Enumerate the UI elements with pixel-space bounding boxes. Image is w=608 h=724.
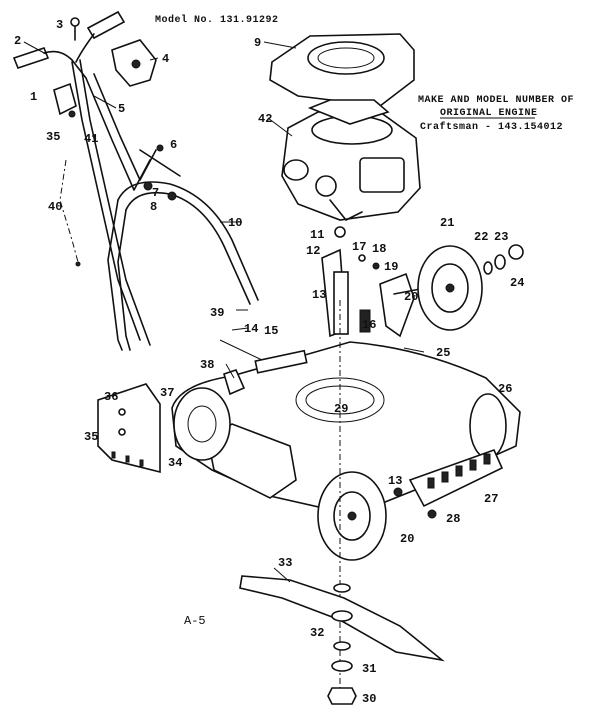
wheel-adjuster-assembly [321, 226, 524, 338]
callout-16: 16 [362, 318, 376, 332]
callout-8: 8 [150, 200, 157, 214]
callout-42: 42 [258, 112, 272, 126]
callout-7: 7 [152, 186, 159, 200]
callout-24: 24 [510, 276, 524, 290]
handle-assembly [12, 10, 259, 351]
callout-28: 28 [446, 512, 460, 526]
callout-35b: 35 [84, 430, 98, 444]
callout-11: 11 [310, 228, 324, 242]
leader-lines [23, 41, 425, 583]
callout-13b: 13 [388, 474, 402, 488]
callout-12: 12 [306, 244, 320, 258]
callout-27: 27 [484, 492, 498, 506]
callout-26: 26 [498, 382, 512, 396]
callout-35a: 35 [46, 130, 60, 144]
mower-deck [97, 339, 521, 561]
callout-25: 25 [436, 346, 450, 360]
page-reference: A-5 [184, 614, 206, 628]
callout-36: 36 [104, 390, 118, 404]
engine-caption-line1: MAKE AND MODEL NUMBER OF [418, 95, 574, 106]
callout-37: 37 [160, 386, 174, 400]
callout-3: 3 [56, 18, 63, 32]
callout-21: 21 [440, 216, 454, 230]
callout-20b: 20 [400, 532, 414, 546]
callout-14: 14 [244, 322, 258, 336]
callout-33: 33 [278, 556, 292, 570]
callout-18: 18 [372, 242, 386, 256]
callout-19: 19 [384, 260, 398, 274]
callout-30: 30 [362, 692, 376, 706]
callout-34: 34 [168, 456, 182, 470]
callout-22: 22 [474, 230, 488, 244]
engine-caption-line3: Craftsman - 143.154012 [420, 121, 563, 133]
blade-assembly [239, 300, 445, 705]
callout-1: 1 [30, 90, 37, 104]
callout-15: 15 [264, 324, 278, 338]
callout-20a: 20 [404, 290, 418, 304]
callout-2: 2 [14, 34, 21, 48]
callout-29: 29 [334, 402, 348, 416]
callout-10: 10 [228, 216, 242, 230]
callout-39: 39 [210, 306, 224, 320]
callout-38: 38 [200, 358, 214, 372]
model-number: Model No. 131.91292 [155, 14, 279, 26]
callout-23: 23 [494, 230, 508, 244]
engine-caption-line2: ORIGINAL ENGINE [440, 108, 538, 119]
callout-5: 5 [118, 102, 125, 116]
callout-labels: 1 2 3 4 5 6 7 8 9 10 11 12 13 13 14 15 1… [14, 18, 524, 706]
callout-40: 40 [48, 200, 62, 214]
callout-4: 4 [162, 52, 169, 66]
callout-13a: 13 [312, 288, 326, 302]
callout-17: 17 [352, 240, 366, 254]
callout-31: 31 [362, 662, 376, 676]
callout-6: 6 [170, 138, 177, 152]
callout-9: 9 [254, 36, 261, 50]
callout-32: 32 [310, 626, 324, 640]
engine-assembly [269, 33, 421, 221]
callout-41: 41 [84, 132, 98, 146]
